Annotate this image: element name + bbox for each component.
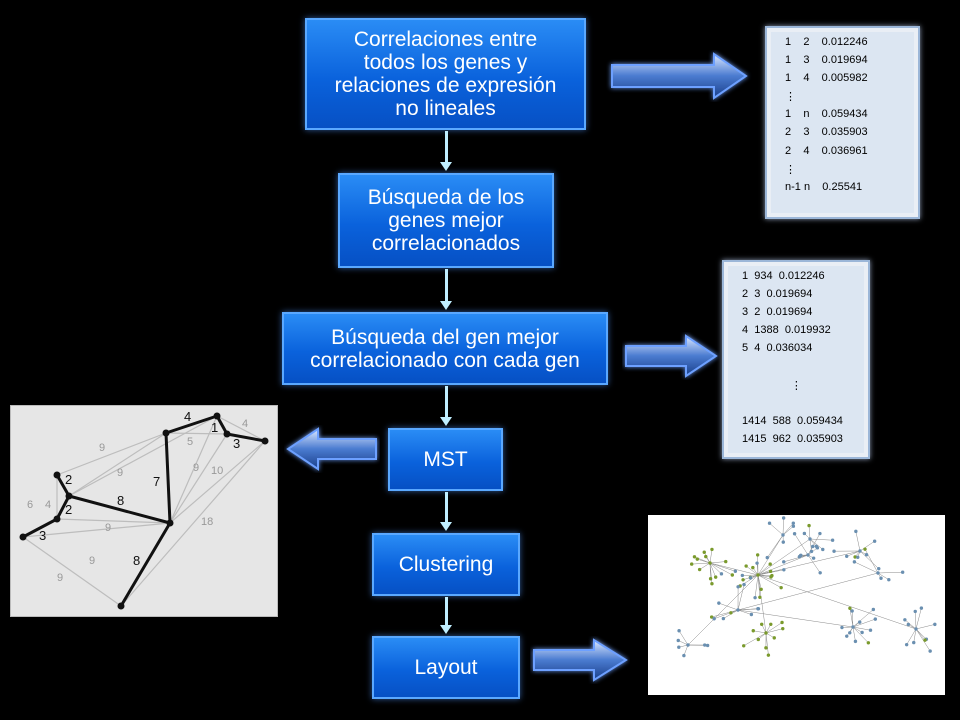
step-layout-label: Layout xyxy=(414,656,478,679)
step-mst: MST xyxy=(388,428,503,491)
edge-weight-label: 18 xyxy=(201,516,213,528)
mst-graph-panel: 4 4 1 3 5 9 9 9 10 7 2 2 6 4 8 9 3 9 8 9… xyxy=(10,405,278,617)
edge-weight-label: 9 xyxy=(105,522,111,534)
table-row: ⋮ xyxy=(785,163,796,176)
edge-weight-label: 9 xyxy=(193,462,199,474)
edge-weight-label: 4 xyxy=(45,499,51,511)
edge-weight-label: 5 xyxy=(187,436,193,448)
step-best-correlated-genes: Búsqueda de los genes mejor correlaciona… xyxy=(338,173,554,268)
table-row: 1 934 0.012246 xyxy=(742,270,825,282)
table-row xyxy=(742,397,868,415)
edge-weight-label: 6 xyxy=(27,499,33,511)
edge-weight-label: 1 xyxy=(211,420,218,435)
edge-weight-label: 2 xyxy=(65,472,72,487)
edge-weight-label: 3 xyxy=(39,528,46,543)
table-row: 4 1388 0.019932 xyxy=(742,324,831,337)
step-best-gene-per-gene-label: Búsqueda del gen mejor correlacionado co… xyxy=(310,325,580,372)
arrow-right-icon xyxy=(625,334,718,378)
network-layout-graph xyxy=(676,516,937,658)
table-row: 5 4 0.036034 xyxy=(742,342,813,355)
edge-weight-label: 10 xyxy=(211,465,223,477)
arrow-right-icon xyxy=(611,52,748,100)
table-row: 1415 962 0.035903 xyxy=(742,432,843,445)
edge-weight-label: 4 xyxy=(242,418,248,430)
step-layout: Layout xyxy=(372,636,520,699)
step-clustering: Clustering xyxy=(372,533,520,596)
edge-weight-label: 8 xyxy=(117,493,124,508)
edge-weight-label: 8 xyxy=(133,553,140,568)
table-row: n-1 n 0.25541 xyxy=(785,180,863,193)
edge-weight-label: 9 xyxy=(99,442,105,454)
edge-weight-label: 4 xyxy=(184,409,191,424)
edge-weight-label: 7 xyxy=(153,474,160,489)
table-row: 2 4 0.036961 xyxy=(785,144,868,157)
table-row xyxy=(742,360,868,378)
mst-graph: 4 4 1 3 5 9 9 9 10 7 2 2 6 4 8 9 3 9 8 9… xyxy=(19,409,269,610)
step-best-correlated-genes-label: Búsqueda de los genes mejor correlaciona… xyxy=(367,186,525,255)
edge-weight-label: 3 xyxy=(233,436,240,451)
correlation-table-all: 1 2 0.012246 1 3 0.019694 1 4 0.005982 ⋮… xyxy=(765,26,920,219)
table-row: 1414 588 0.059434 xyxy=(742,414,843,427)
table-row: 1 n 0.059434 xyxy=(785,108,868,121)
edge-weight-label: 9 xyxy=(89,555,95,567)
step-best-gene-per-gene: Búsqueda del gen mejor correlacionado co… xyxy=(282,312,608,385)
arrow-right-icon xyxy=(533,638,628,682)
arrow-left-icon xyxy=(286,427,377,471)
edge-weight-label: 2 xyxy=(65,502,72,517)
step-correlations-label: Correlaciones entre todos los genes y re… xyxy=(334,28,557,120)
edge-weight-label: 9 xyxy=(117,467,123,479)
table-row: 1 2 0.012246 xyxy=(785,36,868,48)
network-layout-panel xyxy=(648,515,945,695)
table-row: 1 4 0.005982 xyxy=(785,72,868,85)
table-row: 1 3 0.019694 xyxy=(785,54,868,67)
correlation-table-best: 1 934 0.012246 2 3 0.019694 3 2 0.019694… xyxy=(722,260,870,459)
table-row: 2 3 0.019694 xyxy=(742,288,813,301)
table-row: ⋮ xyxy=(742,379,802,392)
step-clustering-label: Clustering xyxy=(398,553,494,576)
table-row: 3 2 0.019694 xyxy=(742,306,813,319)
table-row: ⋮ xyxy=(785,91,796,104)
step-correlations: Correlaciones entre todos los genes y re… xyxy=(305,18,586,130)
step-mst-label: MST xyxy=(423,448,468,471)
table-row: 2 3 0.035903 xyxy=(785,126,868,139)
edge-weight-label: 9 xyxy=(57,572,63,584)
